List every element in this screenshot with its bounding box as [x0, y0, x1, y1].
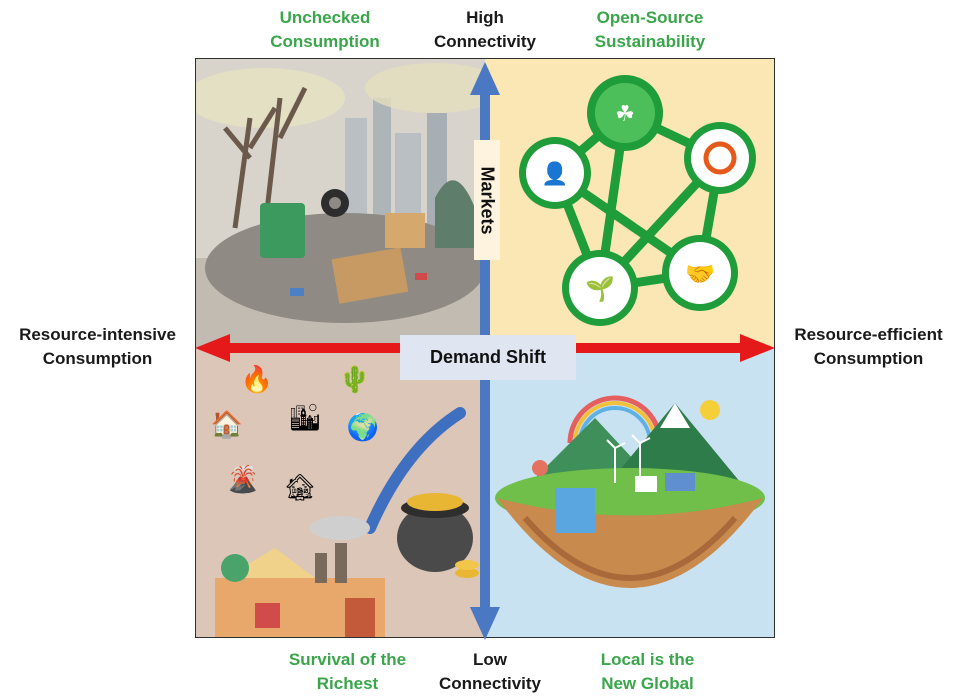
polluted-landscape-illustration: [195, 63, 485, 348]
label-high-connectivity: High Connectivity: [433, 8, 537, 51]
sun-icon: [700, 400, 720, 420]
label-resource-efficient: Resource-efficient Consumption: [794, 325, 943, 368]
label-open-source-sustainability: Open-Source Sustainability: [594, 8, 706, 51]
hot-air-balloon-icon: [532, 460, 548, 476]
label-survival-of-the-richest: Survival of the Richest: [288, 650, 407, 693]
trash-bin-icon: [260, 203, 305, 258]
floating-island-illustration: [495, 395, 765, 588]
dam-waterfall-icon: [555, 488, 595, 533]
volcano-icon: 🌋: [227, 464, 259, 494]
landslide-house-icon: 🏠: [211, 409, 243, 439]
cardboard-box-icon: [331, 247, 409, 304]
cardboard-box-icon: [385, 213, 425, 248]
pot-of-gold-icon: [397, 493, 479, 578]
bush-icon: [435, 180, 475, 248]
demand-shift-label: Demand Shift: [400, 335, 576, 380]
flood-city-icon: 🏙: [288, 402, 321, 432]
smog-cloud: [365, 63, 485, 113]
quadrant-local-is-the-new-global: [485, 348, 775, 638]
quadrant-survival-of-the-richest: 🔥 🌵 🏠 🏙 🌍 🌋 🏚: [195, 348, 485, 638]
quadrant-open-source-sustainability: ☘ 👤 🌱 🤝: [485, 58, 775, 348]
network-node-handshake: 🤝: [662, 235, 738, 311]
curved-arrow-stroke: [364, 407, 466, 534]
label-resource-intensive: Resource-intensive Consumption: [19, 325, 176, 368]
quadrant-unchecked-consumption: [195, 58, 485, 348]
building-icon: [373, 98, 391, 238]
building-icon: [665, 473, 695, 491]
label-local-is-the-new-global: Local is the New Global: [600, 650, 695, 693]
sdg-wheel-icon: [703, 141, 737, 175]
sustainability-network-illustration: ☘ 👤 🌱 🤝: [519, 75, 756, 326]
rainbow-icon: [567, 395, 663, 444]
burning-house-icon: 🏚: [283, 472, 316, 502]
wildfire-icon: 🔥: [241, 364, 273, 394]
building-icon: [345, 118, 367, 238]
wind-turbine-icon: [606, 434, 651, 483]
survival-illustration: 🔥 🌵 🏠 🏙 🌍 🌋 🏚: [211, 364, 479, 638]
markets-label: Markets: [474, 140, 500, 260]
network-node-farmer: 👤: [519, 137, 591, 209]
factory-city-icon: [215, 516, 385, 638]
network-node-energy: ☘: [587, 75, 663, 151]
melting-earth-icon: 🌍: [347, 412, 379, 442]
network-node-sdg: [684, 122, 756, 194]
label-low-connectivity: Low Connectivity: [438, 650, 542, 693]
plant-icon: ☘: [615, 101, 635, 126]
house-icon: [635, 476, 657, 492]
farmer-icon: 👤: [541, 161, 568, 186]
dead-tree-icon: [223, 86, 308, 229]
drought-icon: 🌵: [339, 364, 371, 394]
label-unchecked-consumption: Unchecked Consumption: [270, 8, 380, 51]
smog-cloud: [195, 68, 345, 128]
seedling-icon: 🌱: [585, 276, 615, 303]
network-node-seedling: 🌱: [562, 250, 638, 326]
handshake-icon: 🤝: [685, 261, 715, 288]
